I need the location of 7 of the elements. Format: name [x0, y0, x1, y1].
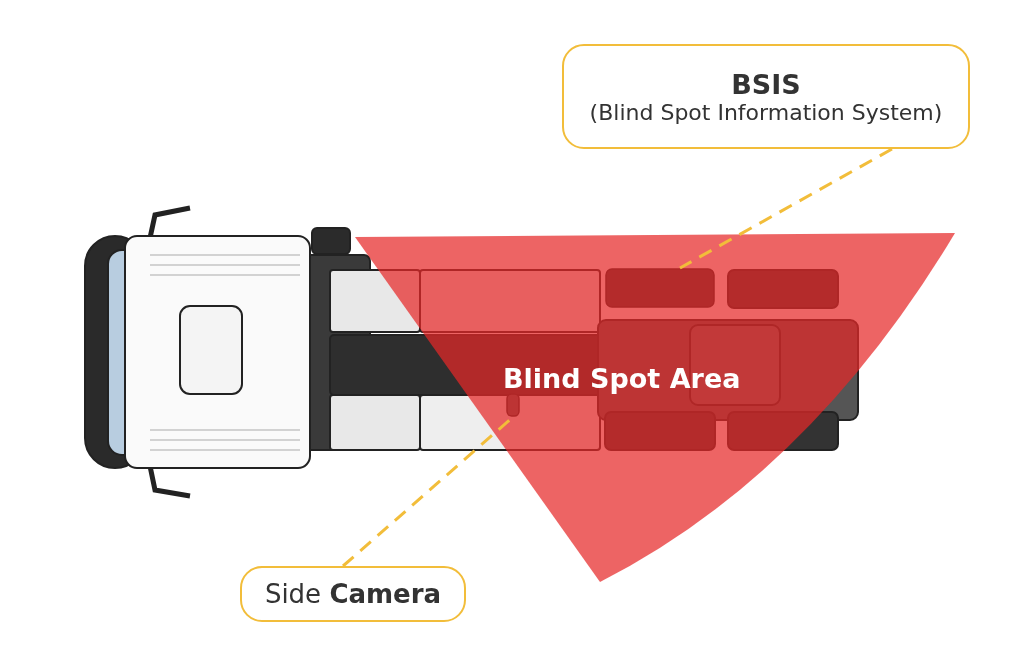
- callout-label: Side Camera: [264, 579, 442, 609]
- zone-label: Blind Spot Area: [503, 363, 741, 394]
- callout-box: [562, 44, 970, 149]
- callout-label: (Blind Spot Information System): [589, 99, 943, 125]
- callout-title: BSIS: [731, 68, 801, 100]
- leader-line: [679, 147, 893, 270]
- callout-box: [240, 566, 466, 622]
